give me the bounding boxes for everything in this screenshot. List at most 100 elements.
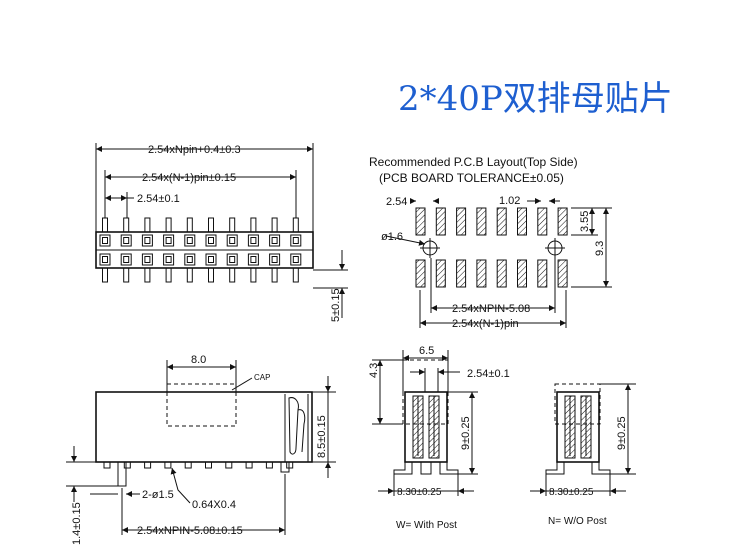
pcb-pad-lower	[496, 259, 507, 288]
dim-body-height: 8.5±0.15	[316, 415, 328, 458]
top-pin-lower	[123, 267, 130, 283]
top-contact-upper	[120, 234, 132, 247]
top-pin-upper	[208, 217, 214, 233]
top-contact-lower	[205, 253, 217, 266]
top-contact-lower	[247, 253, 259, 266]
pcb-pad-upper	[456, 207, 467, 236]
top-contact-upper-hole	[208, 237, 214, 244]
dim-total-height: 9±0.25	[460, 416, 472, 450]
top-contact-lower-hole	[102, 256, 108, 263]
top-pin-lower	[292, 267, 299, 283]
top-pin-upper	[271, 217, 278, 233]
top-contact-upper	[290, 234, 302, 247]
dim-overall-length: 2.54xNpin+0.4±0.3	[148, 144, 241, 156]
top-contact-upper-hole	[186, 237, 193, 244]
top-contact-upper	[141, 234, 153, 247]
top-pin-lower	[144, 267, 151, 283]
dim-post-diameter: 2-ø1.5	[142, 489, 174, 501]
top-contact-lower	[141, 253, 153, 266]
pcb-pad-lower	[537, 259, 548, 288]
side-pin	[123, 461, 131, 469]
top-contact-lower	[290, 253, 302, 266]
dim-pin-height: 5±0.15	[330, 288, 342, 322]
pcb-pad-upper	[476, 207, 487, 236]
dim-pad-length: 3.55	[579, 211, 591, 232]
side-pin	[225, 461, 233, 469]
pcb-pad-upper	[496, 207, 507, 236]
dim-cap-width: 6.5	[419, 345, 434, 357]
dim-hole-diameter: ø1.6	[381, 231, 403, 243]
top-contact-lower	[99, 253, 111, 266]
top-pin-upper	[102, 217, 108, 233]
pcb-pad-lower	[476, 259, 487, 288]
side-view: 8.0 CAP 8.5±0.15 1.4±0.15 2-ø1.5	[66, 354, 336, 545]
top-contact-lower-hole	[165, 256, 172, 263]
pcb-pad-upper	[415, 207, 426, 236]
pcb-pad-upper	[557, 207, 568, 236]
dim-footprint-width-nopost: 8.30±0.25	[549, 487, 594, 498]
top-pin-upper	[250, 217, 257, 233]
dim-post-height: 1.4±0.15	[71, 502, 83, 545]
top-contact-upper-hole	[271, 237, 278, 244]
dim-cap-height: 4.3	[368, 363, 380, 378]
top-contact-lower-hole	[250, 256, 257, 263]
pcb-pad-lower	[517, 259, 527, 288]
top-pin-upper	[123, 217, 130, 233]
dim-row-span: 9.3	[594, 241, 606, 256]
top-contact-upper-hole	[144, 237, 151, 244]
top-pin-lower	[186, 267, 193, 283]
dim-pad-width: 1.02	[499, 195, 520, 207]
dim-pin-span: 2.54x(N-1)pin±0.15	[142, 172, 236, 184]
side-pin	[286, 461, 294, 469]
top-contact-upper-hole	[165, 237, 172, 244]
top-contact-lower	[163, 253, 175, 266]
pcb-pad-upper	[517, 207, 527, 236]
top-pin-lower	[250, 267, 257, 283]
side-pin	[164, 461, 172, 469]
top-contact-lower-hole	[186, 256, 193, 263]
top-contact-upper	[205, 234, 217, 247]
top-pin-upper	[144, 217, 151, 233]
top-contact-upper	[99, 234, 111, 247]
pcb-layout-view: Recommended P.C.B Layout(Top Side) (PCB …	[369, 155, 612, 330]
top-contact-upper-hole	[250, 237, 257, 244]
dim-post-span: 2.54xNPIN-5.08±0.15	[137, 525, 243, 537]
drawing-title: 2*40P双排母贴片	[398, 79, 673, 119]
top-contact-upper-hole	[292, 237, 299, 244]
top-pin-upper	[229, 217, 236, 233]
pcb-pad-lower	[456, 259, 467, 288]
top-pin-lower	[229, 267, 236, 283]
pcb-tolerance-note: (PCB BOARD TOLERANCE±0.05)	[379, 171, 564, 185]
side-pin	[103, 461, 111, 469]
side-pin	[245, 461, 253, 469]
top-view: 2.54xNpin+0.4±0.3 2.54x(N-1)pin±0.15 2.5…	[95, 143, 348, 322]
top-pin-upper	[186, 217, 193, 233]
top-contact-upper	[163, 234, 175, 247]
top-contact-lower	[120, 253, 132, 266]
pcb-pad-lower	[557, 259, 568, 288]
dim-footprint-width: 8.30±0.25	[397, 487, 442, 498]
top-contact-lower	[269, 253, 281, 266]
pcb-layout-title: Recommended P.C.B Layout(Top Side)	[369, 155, 578, 169]
top-contact-lower-hole	[208, 256, 214, 263]
caption-with-post: W= With Post	[396, 520, 457, 531]
side-pin	[265, 461, 273, 469]
top-contact-upper	[247, 234, 259, 247]
top-contact-lower-hole	[123, 256, 130, 263]
top-pin-lower	[165, 267, 172, 283]
top-contact-lower	[184, 253, 196, 266]
caption-without-post: N= W/O Post	[548, 516, 607, 527]
dim-pad-pitch: 2.54	[386, 196, 407, 208]
top-contact-upper-hole	[102, 237, 108, 244]
top-contact-lower-hole	[144, 256, 151, 263]
top-contact-upper-hole	[229, 237, 236, 244]
side-pin	[144, 461, 152, 469]
dim-hole-span: 2.54xNPIN-5.08	[452, 303, 530, 315]
top-contact-lower-hole	[292, 256, 299, 263]
pcb-pad-lower	[435, 259, 446, 288]
pcb-pad-upper	[537, 207, 548, 236]
pcb-pad-lower	[415, 259, 426, 288]
dim-total-height-nopost: 9±0.25	[616, 416, 628, 450]
dim-pin-pitch: 2.54±0.1	[137, 193, 180, 205]
side-pin	[205, 461, 212, 469]
